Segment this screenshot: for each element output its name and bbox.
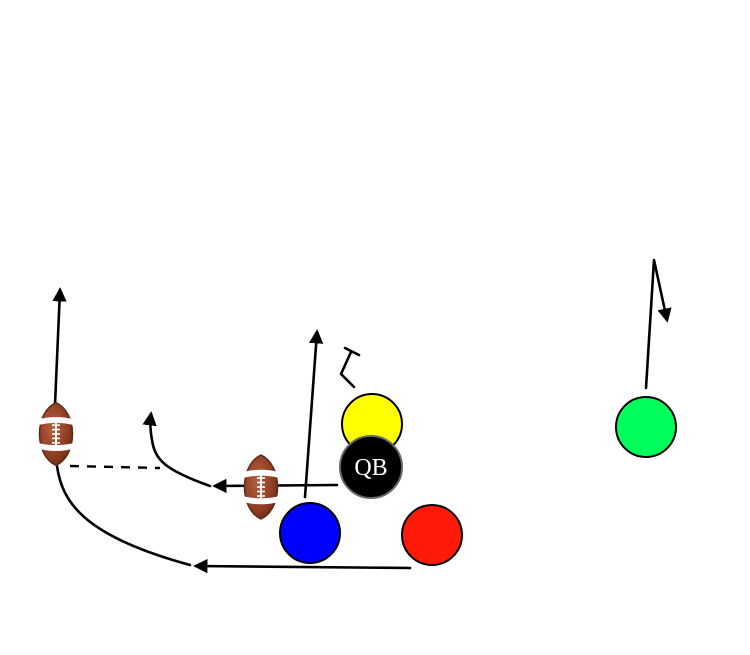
- route-blue-vertical: [303, 329, 324, 499]
- route-lateral-dashed: [69, 464, 161, 470]
- football-icon-center: [242, 454, 280, 520]
- route-red-sweep: [193, 558, 412, 574]
- player-green: [615, 396, 677, 458]
- player-blue: [279, 502, 341, 564]
- route-left-ball-vertical: [52, 287, 67, 407]
- qb-label: QB: [354, 455, 387, 481]
- route-green-hitch: [644, 258, 672, 390]
- route-yellow-block-bar: [343, 346, 361, 357]
- route-left-ball-curve: [55, 464, 192, 567]
- player-red: [401, 504, 463, 566]
- player-qb: QB: [339, 435, 403, 499]
- route-yellow-zigzag: [339, 350, 356, 389]
- football-icon-left: [37, 401, 75, 467]
- route-center-ball-wheel: [142, 411, 212, 488]
